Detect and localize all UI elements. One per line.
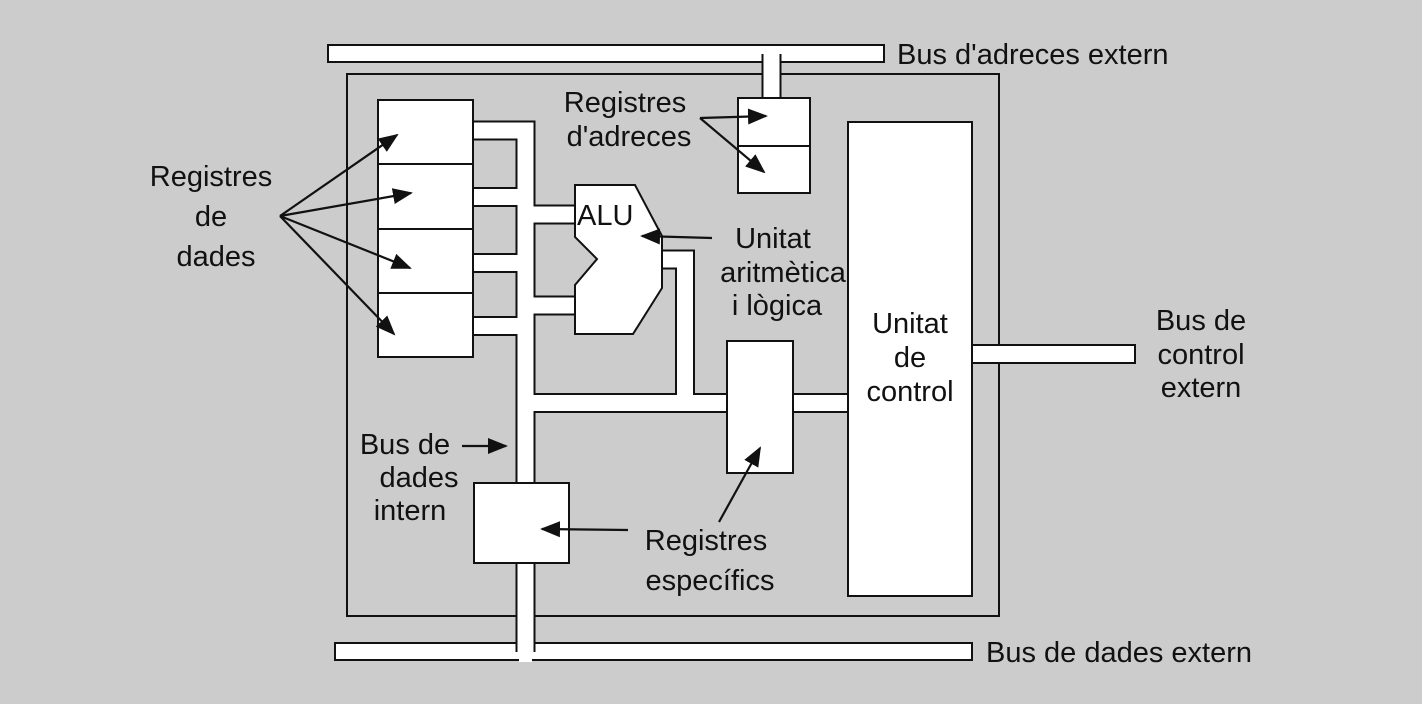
svg-text:específics: específics bbox=[646, 565, 775, 597]
svg-text:control: control bbox=[1157, 339, 1244, 371]
svg-text:dades: dades bbox=[379, 462, 458, 494]
specific-register-2 bbox=[473, 482, 570, 564]
address-registers-arrows bbox=[699, 108, 768, 174]
svg-text:Bus de: Bus de bbox=[1156, 305, 1246, 337]
svg-text:d'adreces: d'adreces bbox=[567, 121, 692, 153]
svg-text:i lògica: i lògica bbox=[732, 290, 823, 322]
svg-text:de: de bbox=[894, 342, 926, 374]
control-unit bbox=[847, 121, 973, 597]
address-registers bbox=[737, 97, 811, 194]
svg-text:Registres: Registres bbox=[150, 161, 273, 193]
svg-text:de: de bbox=[195, 201, 227, 233]
svg-text:Registres: Registres bbox=[564, 87, 687, 119]
svg-text:control: control bbox=[866, 376, 953, 408]
internal-data-bus bbox=[471, 52, 851, 662]
external-data-bus bbox=[334, 642, 973, 661]
svg-text:Unitat: Unitat bbox=[735, 223, 811, 255]
svg-text:Registres: Registres bbox=[645, 525, 768, 557]
svg-text:Unitat: Unitat bbox=[872, 308, 948, 340]
external-control-bus bbox=[971, 344, 1136, 364]
svg-text:dades: dades bbox=[176, 241, 255, 273]
external-address-bus bbox=[327, 44, 885, 63]
internal-data-bus-label: Bus de dades intern bbox=[360, 429, 459, 527]
alu-label: ALU bbox=[577, 200, 633, 232]
address-registers-label: Registres d'adreces bbox=[564, 87, 692, 153]
data-registers-arrows bbox=[279, 133, 413, 336]
external-address-bus-label: Bus d'adreces extern bbox=[897, 39, 1169, 71]
specific-registers-label: Registres específics bbox=[645, 525, 775, 597]
alu-block bbox=[574, 184, 663, 335]
external-data-bus-label: Bus de dades extern bbox=[986, 637, 1252, 669]
control-unit-label: Unitat de control bbox=[866, 308, 953, 408]
svg-text:aritmètica: aritmètica bbox=[720, 257, 847, 289]
external-control-bus-label: Bus de control extern bbox=[1156, 305, 1246, 404]
svg-text:intern: intern bbox=[374, 495, 447, 527]
data-registers-label: Registres de dades bbox=[150, 161, 273, 273]
svg-text:Bus de: Bus de bbox=[360, 429, 450, 461]
alu-description-label: Unitat aritmètica i lògica bbox=[720, 223, 847, 322]
specific-registers-arrows bbox=[540, 446, 761, 538]
svg-text:extern: extern bbox=[1161, 372, 1242, 404]
alu-arrow bbox=[640, 228, 713, 245]
specific-register-1 bbox=[726, 340, 794, 474]
